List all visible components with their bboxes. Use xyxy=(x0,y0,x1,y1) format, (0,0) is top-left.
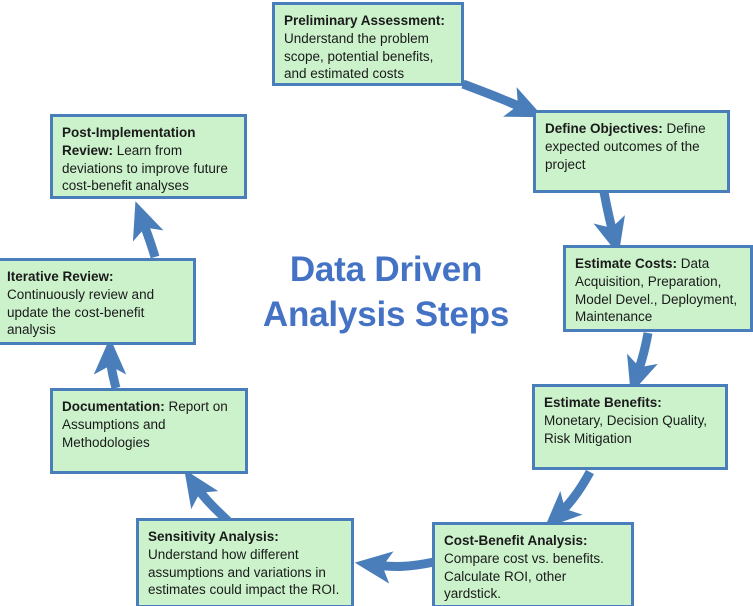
arrow-costs-to-benefits xyxy=(626,332,658,394)
node-preliminary-assessment-body: Understand the problem scope, potential … xyxy=(284,30,434,82)
node-estimate-costs-lead: Estimate Costs: xyxy=(575,256,678,271)
node-post-implementation-review[interactable]: Post-Implementation Review: Learn from d… xyxy=(50,114,247,199)
node-estimate-benefits-body: Monetary, Decision Quality, Risk Mitigat… xyxy=(544,412,708,446)
node-define-objectives[interactable]: Define Objectives: Define expected outco… xyxy=(533,110,730,193)
node-documentation-lead: Documentation: xyxy=(62,399,165,414)
node-define-objectives-lead: Define Objectives: xyxy=(545,121,663,136)
arrow-iterative-to-post-implementation xyxy=(132,201,164,259)
node-cost-benefit-analysis[interactable]: Cost-Benefit Analysis: Compare cost vs. … xyxy=(432,522,634,606)
diagram-title-line-1: Data Driven xyxy=(289,250,483,289)
node-estimate-benefits-lead: Estimate Benefits: xyxy=(544,395,662,410)
node-post-implementation-review-body: Learn from deviations to improve future … xyxy=(62,142,228,194)
node-estimate-costs-body: Data Acquisition, Preparation, Model Dev… xyxy=(575,256,738,325)
node-preliminary-assessment[interactable]: Preliminary Assessment: Understand the p… xyxy=(272,2,464,86)
node-estimate-costs[interactable]: Estimate Costs: Data Acquisition, Prepar… xyxy=(563,245,753,332)
arrow-objectives-to-costs xyxy=(593,191,625,255)
node-sensitivity-analysis[interactable]: Sensitivity Analysis: Understand how dif… xyxy=(136,518,354,606)
node-preliminary-assessment-lead: Preliminary Assessment: xyxy=(284,13,445,28)
node-sensitivity-analysis-body: Understand how different assumptions and… xyxy=(148,546,340,598)
node-documentation-body: Report on Assumptions and Methodologies xyxy=(62,399,228,450)
node-cost-benefit-analysis-body: Compare cost vs. benefits. Calculate ROI… xyxy=(444,550,604,602)
node-post-implementation-review-lead: Post-Implementation Review: xyxy=(62,125,196,158)
arrow-documentation-to-iterative xyxy=(93,337,127,390)
node-iterative-review[interactable]: Iterative Review: Continuously review an… xyxy=(0,258,196,345)
arrow-benefits-to-cba xyxy=(544,469,594,529)
node-iterative-review-lead: Iterative Review: xyxy=(7,269,114,284)
arrow-preliminary-to-objectives xyxy=(461,79,544,118)
diagram-title-line-2: Analysis Steps xyxy=(262,294,510,334)
node-define-objectives-body: Define expected outcomes of the project xyxy=(545,121,706,172)
node-estimate-benefits[interactable]: Estimate Benefits: Monetary, Decision Qu… xyxy=(532,384,728,470)
node-cost-benefit-analysis-lead: Cost-Benefit Analysis: xyxy=(444,533,588,548)
node-sensitivity-analysis-lead: Sensitivity Analysis: xyxy=(148,529,279,544)
arrow-sensitivity-to-documentation xyxy=(184,469,232,525)
node-documentation[interactable]: Documentation: Report on Assumptions and… xyxy=(50,388,248,474)
node-iterative-review-body: Continuously review and update the cost-… xyxy=(7,286,155,338)
diagram-title: Data Driven Analysis Steps xyxy=(236,248,536,338)
arrow-cba-to-sensitivity xyxy=(354,551,435,584)
